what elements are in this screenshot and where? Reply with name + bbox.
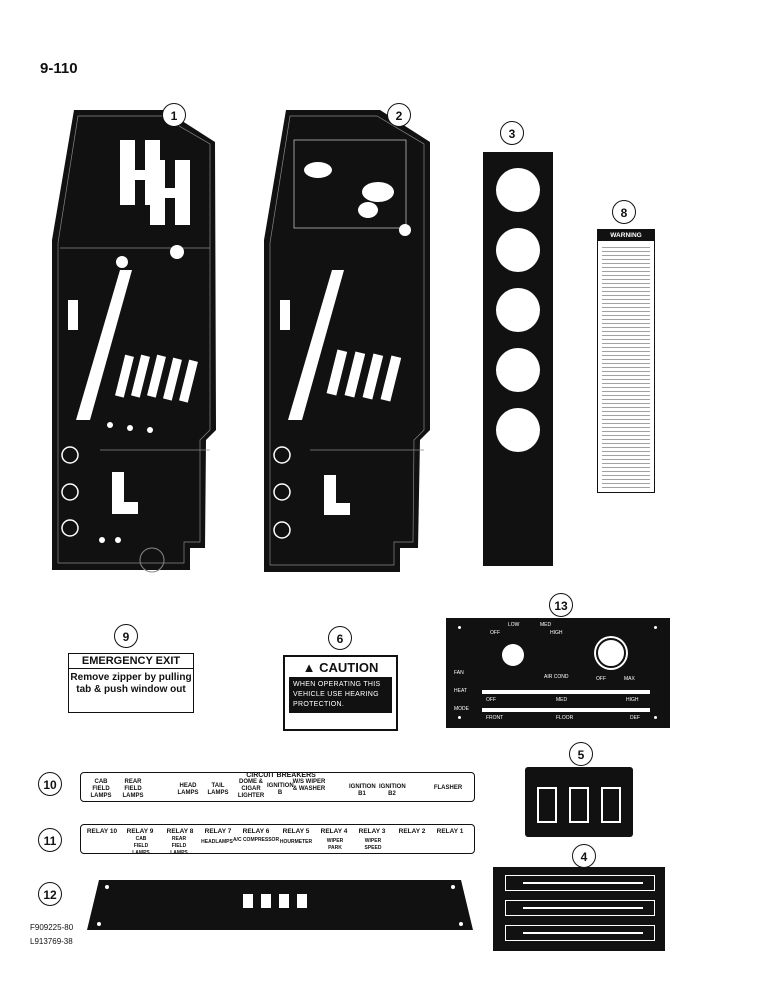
- heat-label-high: HIGH: [626, 697, 639, 703]
- relay-sub-label: A/C COMPRESSOR: [232, 837, 280, 843]
- cb-label: REAR FIELD LAMPS: [122, 779, 144, 799]
- mode-label-def: DEF: [630, 715, 640, 721]
- relay-label: RELAY 9: [126, 828, 154, 835]
- temp-label-max: MAX: [624, 676, 635, 682]
- callout-8: 8: [612, 200, 636, 224]
- cb-label: W/S WIPER & WASHER: [292, 779, 326, 792]
- warning-text-lines: [602, 244, 650, 488]
- temperature-knob: [596, 638, 626, 668]
- relay-label: RELAY 6: [242, 828, 270, 835]
- callout-1: 1: [162, 103, 186, 127]
- switch-strip-decal-12: [87, 880, 473, 930]
- circuit-breakers-title: CIRCUIT BREAKERS: [246, 772, 316, 779]
- cb-label: IGNITION B: [267, 783, 294, 796]
- air-cond-label: AIR COND: [544, 674, 569, 680]
- gauge-strip-decal-3: [483, 152, 553, 566]
- relay-label: RELAY 10: [86, 828, 118, 835]
- cb-label: DOME & CIGAR LIGHTER: [237, 779, 265, 799]
- callout-4: 4: [572, 844, 596, 868]
- fan-row-label: FAN: [454, 670, 464, 676]
- circuit-breakers-decal-10: CIRCUIT BREAKERS CAB FIELD LAMPS REAR FI…: [80, 772, 475, 802]
- control-panel-decal-4: [493, 867, 665, 951]
- heat-row-label: HEAT: [454, 688, 467, 694]
- relay-sub-label: CAB FIELD LAMPS: [132, 836, 150, 856]
- heat-label-off: OFF: [486, 697, 496, 703]
- emergency-exit-body: Remove zipper by pulling tab & push wind…: [70, 672, 192, 695]
- emergency-exit-decal-9: EMERGENCY EXIT Remove zipper by pulling …: [68, 653, 194, 713]
- callout-2: 2: [387, 103, 411, 127]
- relay-sub-label: WIPER PARK: [326, 838, 344, 851]
- console-decal-1: [52, 110, 216, 573]
- temp-label-off: OFF: [596, 676, 606, 682]
- callout-9: 9: [114, 624, 138, 648]
- heat-slider-track: [482, 690, 650, 694]
- fan-label-low: LOW: [508, 622, 520, 628]
- relay-label: RELAY 8: [166, 828, 194, 835]
- callout-3: 3: [500, 121, 524, 145]
- callout-11: 11: [38, 828, 62, 852]
- caution-title: CAUTION: [319, 660, 379, 675]
- mode-label-front: FRONT: [486, 715, 504, 721]
- relay-sub-label: HEADLAMPS: [201, 839, 233, 845]
- mode-label-floor: FLOOR: [556, 715, 574, 721]
- figure-code: L913769-38: [30, 937, 73, 946]
- callout-5: 5: [569, 742, 593, 766]
- caution-body: WHEN OPERATING THIS VEHICLE USE HEARING …: [289, 677, 392, 713]
- cb-label: HEAD LAMPS: [177, 783, 199, 796]
- relay-sub-label: REAR FIELD LAMPS: [170, 836, 188, 856]
- cb-label: TAIL LAMPS: [207, 783, 229, 796]
- relay-label: RELAY 5: [282, 828, 310, 835]
- relay-sub-label: HOURMETER: [279, 839, 313, 845]
- figure-code: F909225-80: [30, 923, 74, 932]
- console-decal-2: [264, 110, 430, 572]
- figure-codes: F909225-80 L913769-38: [30, 921, 73, 949]
- callout-12: 12: [38, 882, 62, 906]
- fan-label-med: MED: [540, 622, 552, 628]
- cb-label: FLASHER: [433, 785, 463, 791]
- relay-label: RELAY 1: [436, 828, 464, 835]
- warning-title: WARNING: [598, 230, 654, 241]
- cb-label: IGNITION B2: [379, 784, 406, 797]
- page-number: 9-110: [40, 60, 78, 77]
- relays-decal-11: RELAY 10 RELAY 9 RELAY 8 RELAY 7 RELAY 6…: [80, 824, 475, 856]
- heat-label-med: MED: [556, 697, 568, 703]
- cb-label: CAB FIELD LAMPS: [90, 779, 112, 799]
- fan-label-off: OFF: [490, 630, 500, 636]
- caution-decal-6: ▲ CAUTION WHEN OPERATING THIS VEHICLE US…: [283, 655, 398, 731]
- relay-label: RELAY 4: [320, 828, 348, 835]
- callout-6: 6: [328, 626, 352, 650]
- relay-label: RELAY 2: [398, 828, 426, 835]
- relay-sub-label: WIPER SPEED: [364, 838, 382, 851]
- mode-slider-track: [482, 708, 650, 712]
- callout-13: 13: [549, 593, 573, 617]
- warning-triangle-icon: ▲: [302, 660, 316, 675]
- relay-label: RELAY 7: [204, 828, 232, 835]
- fan-label-high: HIGH: [550, 630, 563, 636]
- caution-title-row: ▲ CAUTION: [285, 657, 396, 677]
- warning-decal-8: WARNING: [597, 229, 655, 493]
- fan-knob: [502, 644, 524, 666]
- ac-control-panel-decal-13: OFF LOW MED HIGH OFF MAX AIR COND FAN HE…: [446, 618, 670, 728]
- mode-row-label: MODE: [454, 706, 469, 712]
- cb-label: IGNITION B1: [349, 784, 376, 797]
- callout-10: 10: [38, 772, 62, 796]
- relay-label: RELAY 3: [358, 828, 386, 835]
- emergency-exit-title: EMERGENCY EXIT: [69, 654, 193, 669]
- switch-panel-decal-5: [525, 767, 633, 837]
